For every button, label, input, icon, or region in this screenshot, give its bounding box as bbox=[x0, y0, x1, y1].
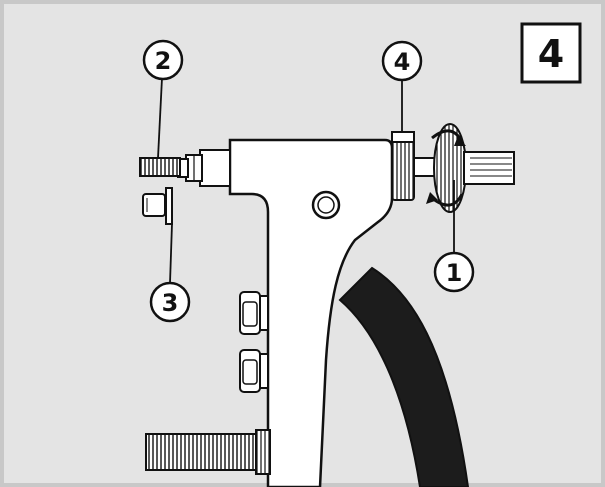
leader-2 bbox=[157, 77, 163, 159]
adjusting-wheel bbox=[426, 123, 467, 213]
spare-nosepiece-lower bbox=[239, 349, 269, 393]
threaded-mandrel bbox=[139, 157, 181, 177]
step-badge: 4 bbox=[520, 22, 582, 84]
callout-1-label: 1 bbox=[446, 259, 463, 287]
spare-nosepiece-upper bbox=[239, 291, 269, 335]
callout-4: 4 bbox=[381, 40, 423, 82]
nose-piece bbox=[199, 149, 231, 187]
callout-2-label: 2 bbox=[155, 47, 172, 75]
step-number: 4 bbox=[538, 32, 564, 76]
callout-2: 2 bbox=[142, 39, 184, 81]
callout-1: 1 bbox=[433, 251, 475, 293]
callout-3-label: 3 bbox=[162, 289, 179, 317]
spare-mandrel-bolt bbox=[145, 429, 271, 475]
lower-handle bbox=[338, 266, 470, 487]
callout-4-label: 4 bbox=[394, 48, 411, 76]
rivet-nut bbox=[142, 187, 173, 225]
splined-shaft bbox=[463, 151, 515, 185]
callout-3: 3 bbox=[149, 281, 191, 323]
leader-3 bbox=[169, 223, 173, 284]
